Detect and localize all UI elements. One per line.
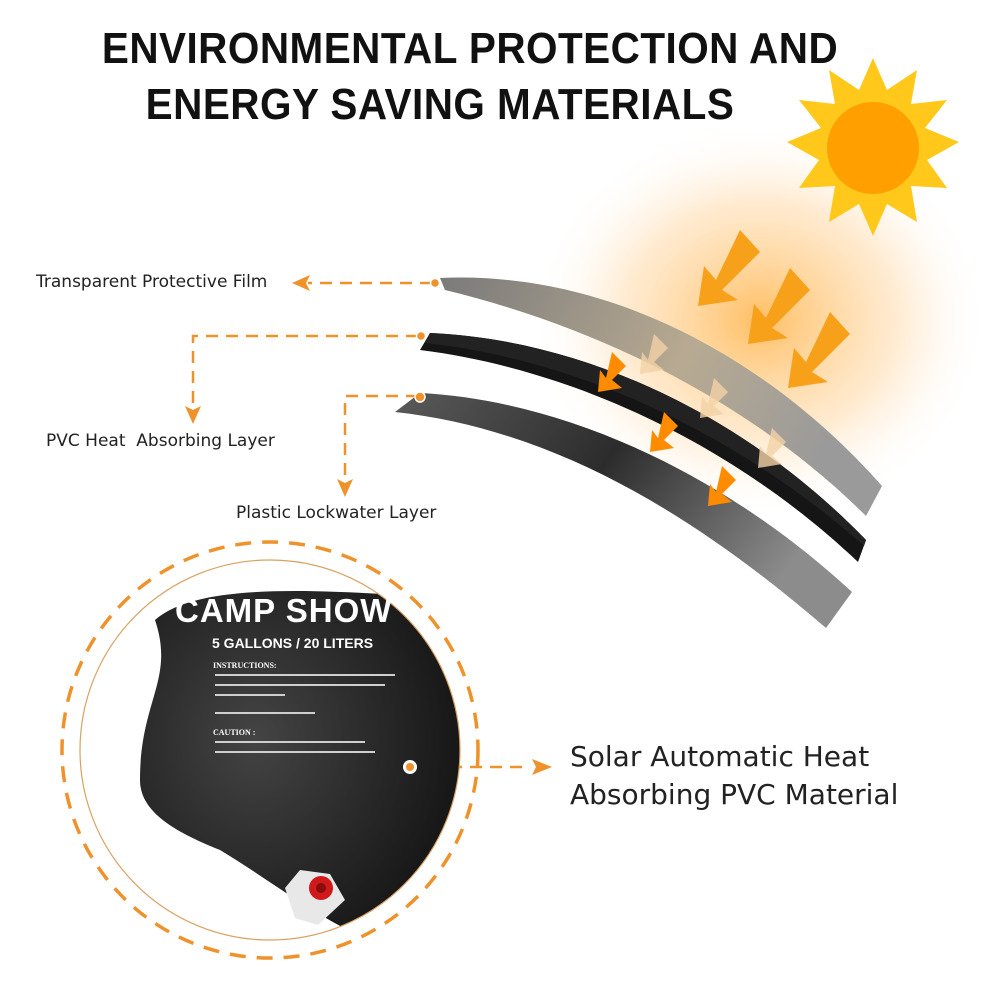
arrow-down-left-icon: [698, 230, 850, 388]
bag-instructions-heading: INSTRUCTIONS:: [213, 661, 277, 670]
layer-transparent-film: [440, 277, 882, 516]
label-transparent-film: Transparent Protective Film: [36, 272, 268, 292]
bag-capacity: 5 GALLONS / 20 LITERS: [212, 635, 374, 651]
label-pvc-heat-layer: PVC Heat Absorbing Layer: [46, 431, 275, 451]
dashed-circle: [60, 540, 480, 960]
bag-caution-heading: CAUTION :: [213, 728, 256, 737]
camp-shower-bag: [80, 560, 460, 940]
layer-pvc-heat: [420, 333, 866, 562]
layer-plastic-lockwater: [395, 393, 852, 628]
sun-icon: [787, 58, 959, 236]
dashed-arrow-icon: [185, 275, 552, 775]
callout-line-1: Solar Automatic Heat: [570, 740, 870, 773]
title-line-2: ENERGY SAVING MATERIALS: [145, 80, 735, 129]
callout-line-2: Absorbing PVC Material: [570, 778, 899, 811]
label-plastic-lockwater: Plastic Lockwater Layer: [236, 503, 437, 523]
bag-brand: CAMP SHOW: [175, 592, 393, 629]
title-line-1: ENVIRONMENTAL PROTECTION AND: [101, 24, 839, 73]
heat-arrow-icons: [598, 352, 736, 506]
